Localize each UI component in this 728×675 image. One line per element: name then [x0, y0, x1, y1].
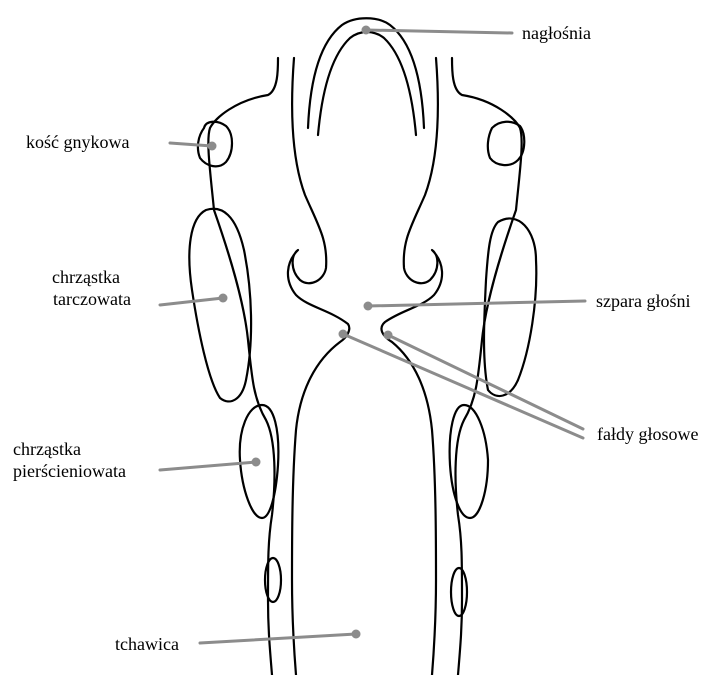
epiglottis-leader	[362, 26, 513, 35]
left-cavity-wall	[288, 58, 349, 675]
epiglottis-label: nagłośnia	[522, 22, 591, 44]
trachea-leader	[200, 630, 361, 644]
larynx-outline	[189, 18, 536, 675]
right-outer-contour	[452, 58, 522, 675]
right-tracheal-ring	[451, 568, 467, 616]
epiglottis-inner	[318, 32, 416, 135]
epiglottis-outer	[308, 18, 424, 128]
glottis-label: szpara głośni	[596, 290, 690, 312]
right-cavity-wall	[381, 58, 442, 675]
vocal-fold-left-leader	[339, 330, 584, 439]
right-thyroid-cartilage	[484, 218, 536, 396]
left-outer-contour	[208, 58, 278, 675]
vocal-folds-label: fałdy głosowe	[597, 423, 698, 445]
thyroid-label-line1: chrząstka	[52, 266, 120, 288]
thyroid-label-line2: tarczowata	[53, 288, 131, 310]
leader-lines	[160, 26, 585, 644]
hyoid-label: kość gnykowa	[26, 131, 129, 153]
right-hyoid	[488, 122, 524, 165]
trachea-label: tchawica	[115, 633, 179, 655]
cricoid-label-line2: pierścieniowata	[13, 460, 126, 482]
cricoid-label-line1: chrząstka	[13, 438, 81, 460]
hyoid-leader	[170, 142, 217, 151]
cricoid-leader	[160, 458, 261, 471]
glottis-leader	[364, 301, 586, 311]
